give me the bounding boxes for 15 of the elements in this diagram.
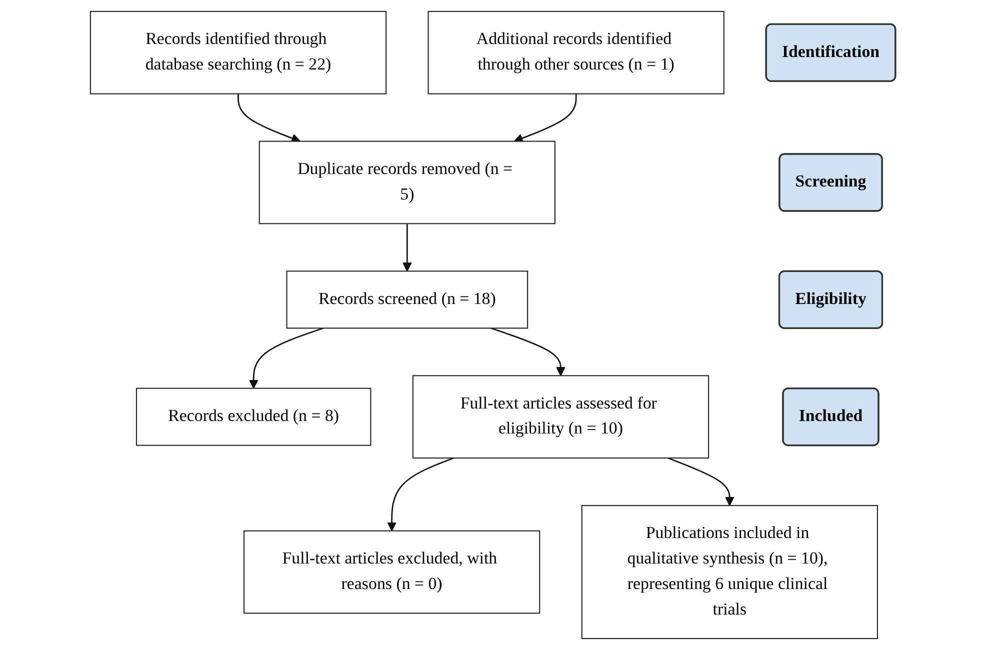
node-box: Records excluded (n = 8) — [136, 388, 372, 446]
arrow — [238, 94, 301, 143]
node-box: Publications included in qualitative synthesis (n = 10), representing 6 unique clinical trials — [581, 505, 878, 640]
arrow — [668, 457, 734, 506]
node-box: Full-text articles assessed for eligibility (n = 10) — [412, 375, 710, 459]
node-box: Full-text articles excluded, with reasons (n = 0) — [244, 530, 540, 614]
arrow — [402, 224, 412, 272]
node-box: Records identified through database searching (n = 22) — [90, 10, 387, 94]
arrow — [387, 457, 454, 532]
arrow — [490, 328, 566, 376]
arrow — [514, 94, 577, 143]
arrow — [249, 328, 324, 389]
node-box: Duplicate records removed (n = 5) — [258, 140, 556, 224]
node-box: Records screened (n = 18) — [286, 270, 528, 329]
node-box: Additional records identified through other sources (n = 1) — [428, 10, 724, 94]
